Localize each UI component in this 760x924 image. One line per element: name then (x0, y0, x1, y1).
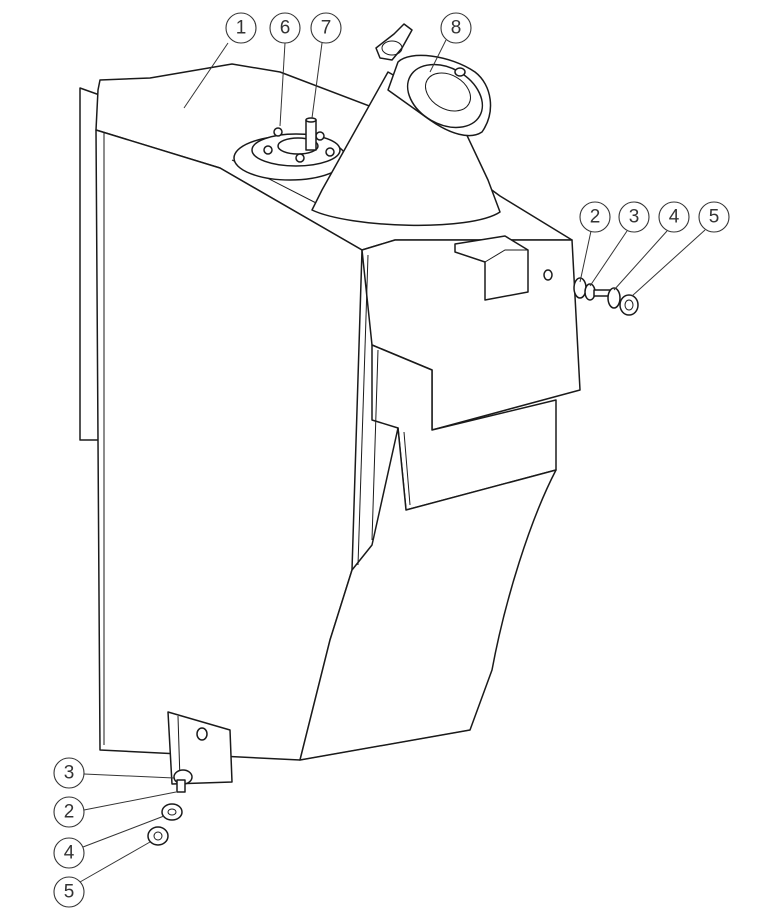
callout-6-label: 6 (280, 18, 291, 39)
callout-5-right-label: 5 (709, 207, 720, 228)
fuel-tank-body (79, 63, 581, 785)
callout-5-right: 5 (631, 201, 730, 297)
callout-7-label: 7 (321, 18, 332, 39)
callout-4-right-label: 4 (669, 207, 680, 228)
callout-2-bottom: 2 (53, 791, 177, 828)
callout-4-bottom: 4 (53, 815, 165, 869)
callout-3-bottom: 3 (53, 757, 175, 789)
callout-3-right-label: 3 (629, 207, 640, 228)
callout-8: 8 (429, 12, 472, 73)
callout-5-bottom: 5 (53, 841, 151, 908)
callout-2-right-label: 2 (590, 207, 601, 228)
callout-3-bottom-label: 3 (64, 763, 75, 784)
callout-3-right: 3 (589, 201, 650, 287)
callout-1: 1 (183, 12, 257, 109)
bottom-fitting-stack (147, 769, 193, 846)
callout-6: 6 (269, 12, 301, 127)
right-fitting-stack (573, 277, 639, 316)
callout-5-bottom-label: 5 (64, 882, 75, 903)
callout-2-bottom-label: 2 (64, 802, 75, 823)
callout-2-right: 2 (579, 201, 611, 283)
callout-8-label: 8 (451, 18, 462, 39)
callout-1-label: 1 (236, 18, 247, 39)
fuel-sender-unit (233, 117, 347, 181)
callout-4-bottom-label: 4 (64, 843, 75, 864)
filler-neck-and-cap (311, 23, 501, 227)
callout-7: 7 (310, 12, 342, 119)
callout-4-right: 4 (613, 201, 690, 291)
